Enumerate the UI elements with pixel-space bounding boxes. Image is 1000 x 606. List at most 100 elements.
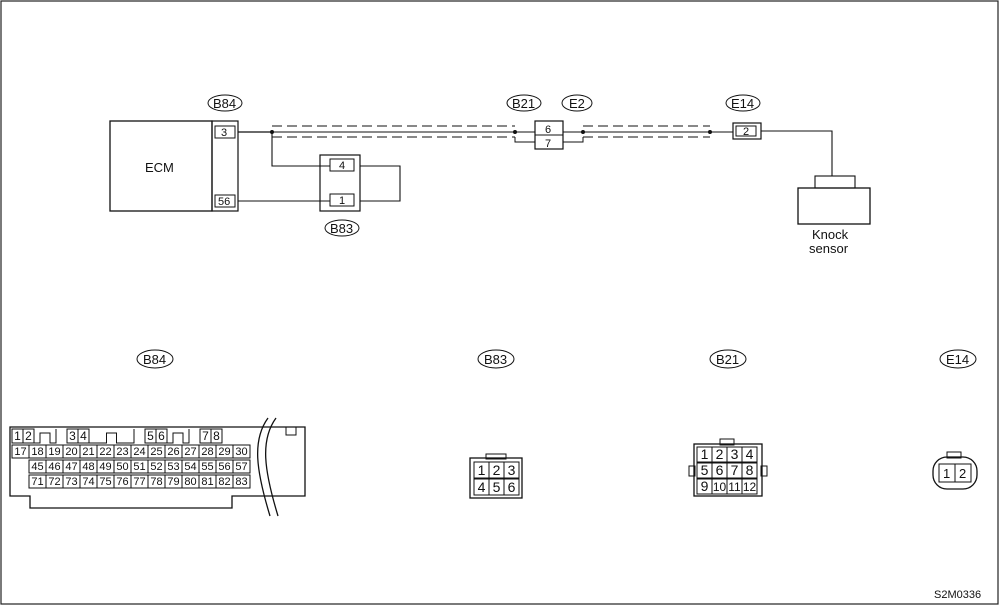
b83-face-pin-6: 6 [508, 479, 516, 495]
b84-face-pin-1: 1 [14, 429, 21, 443]
e14-face-housing [932, 456, 978, 490]
b84-face-pin-57: 57 [235, 461, 247, 473]
b84-face-pin-76: 76 [116, 476, 128, 488]
b21-tag: B21 [512, 96, 535, 111]
b84-face-pin-73: 73 [65, 476, 77, 488]
b84-face-pin-26: 26 [167, 446, 179, 458]
b84-face-pin-80: 80 [184, 476, 196, 488]
b21-face-pin-3: 3 [731, 446, 739, 462]
b84-face-pin-55: 55 [201, 461, 213, 473]
b83-tag: B83 [330, 221, 353, 236]
b21-face-right-tab [760, 465, 768, 477]
b83-face-pin-3: 3 [508, 462, 516, 478]
b21-face-pin-12-cell [741, 478, 758, 495]
b83-face-housing [469, 457, 523, 499]
knock-sensor-top [814, 175, 856, 189]
b84-face-pin-83-cell [232, 474, 251, 489]
b21-face-housing [693, 443, 763, 497]
b84-face-pin-24: 24 [133, 446, 145, 458]
b21-face-pin-4: 4 [746, 446, 754, 462]
shield-continue-right [563, 137, 584, 143]
b84-face-pin-2: 2 [25, 429, 32, 443]
knock-sensor-body [797, 187, 871, 225]
e14-tag-oval [725, 94, 761, 112]
b83-pin-1: 1 [339, 195, 345, 207]
b84-break-line-1 [256, 417, 271, 517]
b84-face-pin-21: 21 [82, 446, 94, 458]
b84-face-pin-57-cell [232, 459, 251, 474]
e14-face-pin-1: 1 [943, 466, 950, 481]
b84-face-pin-56: 56 [218, 461, 230, 473]
shield-drain-wire [271, 132, 330, 167]
b84-face-pin-27: 27 [184, 446, 196, 458]
b84-face-pin-83: 83 [235, 476, 247, 488]
b84-face-pin-51: 51 [133, 461, 145, 473]
b21-tag-oval [506, 94, 542, 112]
b21-face-pin-8: 8 [746, 462, 754, 478]
b84-face-pin-23: 23 [116, 446, 128, 458]
b84-face-pin-81: 81 [201, 476, 213, 488]
b84-face-pin-8: 8 [213, 429, 220, 443]
b21-face-pin-10: 10 [713, 480, 727, 494]
b83-face-pin-4: 4 [478, 479, 486, 495]
b84-face-pin-82: 82 [218, 476, 230, 488]
wire-to-knock-sensor [761, 130, 833, 176]
e2-tag-oval [561, 94, 593, 112]
b83-face-pin-1: 1 [478, 462, 486, 478]
b84-face-pin-19: 19 [48, 446, 60, 458]
b84-pin-3: 3 [221, 127, 227, 139]
b83-pin-cell-top [329, 158, 355, 172]
b84-face-pin-50: 50 [116, 461, 128, 473]
b84-face-pin-71: 71 [31, 476, 43, 488]
b84-face-latch [285, 426, 297, 436]
b84-face-pin-30-cell [232, 444, 251, 459]
b83-face-tag-oval [477, 349, 515, 369]
b84-face-tag: B84 [143, 352, 166, 367]
e14-tag: E14 [731, 96, 754, 111]
shield-end-dot-2 [513, 130, 517, 134]
b84-face-pin-25: 25 [150, 446, 162, 458]
b83-connector-body [319, 154, 361, 212]
b84-face-pin-49: 49 [99, 461, 111, 473]
b84-face-key-notch [166, 429, 190, 444]
b84-pin-56: 56 [218, 196, 230, 208]
b84-face-pin-6: 6 [158, 429, 165, 443]
b84-tag: B84 [213, 96, 236, 111]
b84-face-pin-53: 53 [167, 461, 179, 473]
b84-pin-cell-top [214, 125, 236, 139]
b21-face-latch [719, 438, 735, 446]
b84-connector-body [211, 120, 239, 212]
b21-face-tag-oval [709, 349, 747, 369]
b84-face-key-notch [33, 429, 57, 444]
b84-face-pin-3: 3 [69, 429, 76, 443]
b21-face-pin-8-cell [741, 462, 758, 479]
b21-face-left-tab [688, 465, 696, 477]
b84-face-housing [9, 426, 306, 509]
b84-face-pin-4: 4 [80, 429, 87, 443]
ecm-label: ECM [145, 160, 174, 175]
b84-face-pin-75: 75 [99, 476, 111, 488]
b83-face-pin-2: 2 [493, 462, 501, 478]
b84-face-pin-48: 48 [82, 461, 94, 473]
b84-face-pin-28: 28 [201, 446, 213, 458]
b21-face-pin-12: 12 [743, 480, 757, 494]
e2-tag: E2 [569, 96, 585, 111]
b21-face-pin-1: 1 [701, 446, 709, 462]
b21-face-pin-2: 2 [716, 446, 724, 462]
b21-e2-pin-6: 6 [545, 124, 551, 136]
b83-pin-4: 4 [339, 160, 345, 172]
knock-sensor-label-line2: sensor [809, 241, 849, 256]
b84-face-pin-45: 45 [31, 461, 43, 473]
b83-face-tag: B83 [484, 352, 507, 367]
e14-face-tag: E14 [946, 352, 969, 367]
b84-face-tag-oval [136, 349, 174, 369]
b21-face-pin-7: 7 [731, 462, 739, 478]
b84-face-pin-79: 79 [167, 476, 179, 488]
e14-face-tag-oval [939, 349, 977, 369]
b84-tag-oval [207, 94, 243, 112]
figure-code: S2M0336 [934, 589, 981, 601]
